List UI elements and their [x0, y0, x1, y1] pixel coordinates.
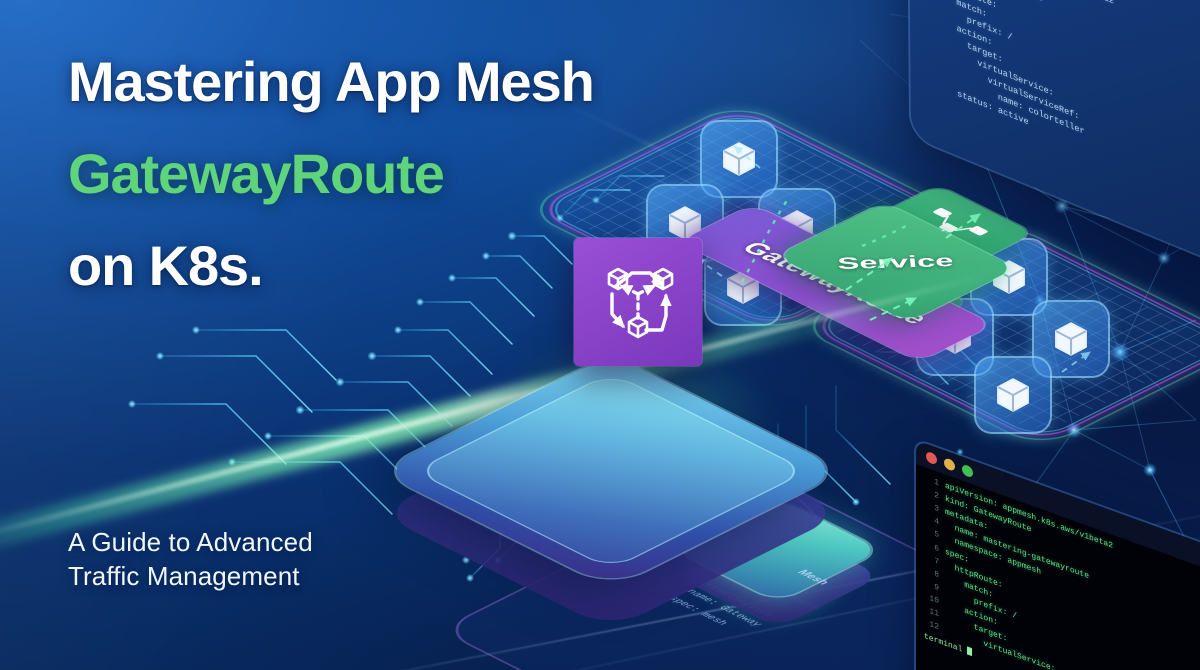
terminal-cursor: [967, 646, 973, 657]
page-title-line-1: Mastering App Mesh: [68, 50, 595, 113]
subtitle-line-1: A Guide to Advanced: [68, 527, 313, 557]
close-icon[interactable]: [926, 450, 937, 466]
page-title-line-2: GatewayRoute: [68, 142, 445, 205]
hero-title-block: Mastering App Mesh GatewayRoute on K8s.: [68, 54, 768, 294]
maximize-icon[interactable]: [962, 463, 973, 479]
center-chip-stack: [377, 238, 845, 630]
subtitle-line-2: Traffic Management: [68, 561, 300, 592]
page-title-line-3: on K8s.: [68, 234, 264, 297]
minimize-icon[interactable]: [944, 456, 955, 472]
hero-subtitle: A Guide to Advanced Traffic Management: [68, 525, 313, 594]
